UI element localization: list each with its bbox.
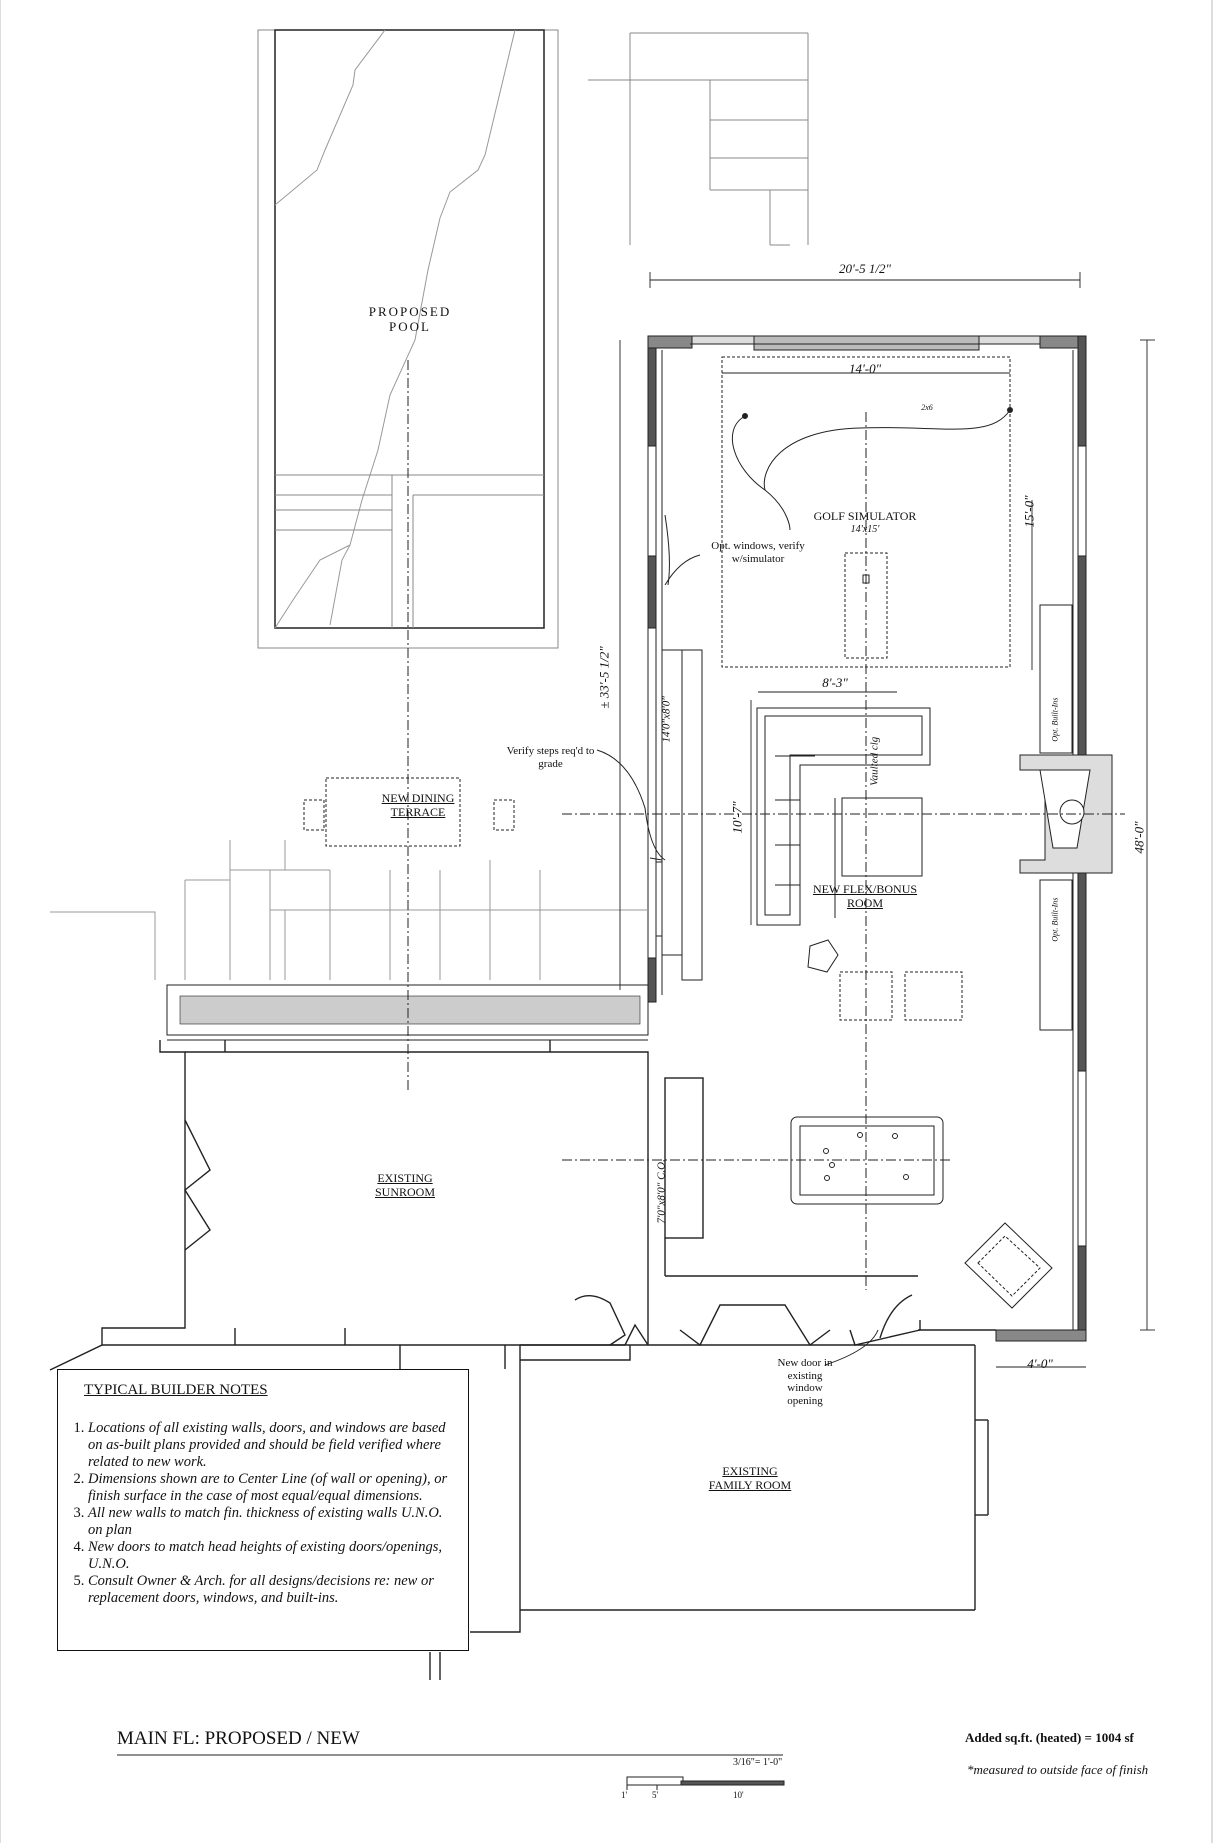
scale-tick-10: 10' [733, 1790, 744, 1800]
builder-notes-list: Locations of all existing walls, doors, … [58, 1420, 458, 1607]
pool-label: PROPOSED POOL [360, 304, 460, 335]
builder-notes-heading: TYPICAL BUILDER NOTES [84, 1382, 268, 1398]
fireplace [1019, 604, 1113, 1031]
pool-label-line2: POOL [389, 318, 431, 334]
addition-walls [647, 335, 1087, 1342]
builder-note-item: New doors to match head heights of exist… [88, 1539, 458, 1573]
dining-line1: NEW DINING [381, 791, 455, 805]
dim-golf-width: 14'-0" [848, 361, 882, 376]
verify-steps-line1: Verify steps req'd to [506, 745, 595, 757]
dim-sofa-width: 8'-3" [822, 675, 848, 690]
sunroom-walls [49, 1040, 918, 1371]
family-line1: EXISTING [722, 1464, 778, 1478]
new-door-line2: existing [787, 1369, 823, 1382]
golf-label-text: GOLF SIMULATOR [813, 509, 917, 523]
verify-steps-line2: grade [538, 757, 563, 770]
pool-outline [257, 29, 559, 649]
sunroom-line2: SUNROOM [374, 1184, 435, 1199]
builder-note-item: Dimensions shown are to Center Line (of … [88, 1471, 458, 1505]
dim-sofa-depth: 10'-7" [729, 801, 745, 834]
scale-bar [580, 1754, 785, 1790]
note-new-door: New door in existing window opening [765, 1357, 845, 1408]
scale-tick-5: 5' [652, 1790, 659, 1800]
dim-terrace-depth: ± 33'-5 1/2" [596, 646, 612, 709]
pool-label-line1: PROPOSED [368, 304, 452, 319]
note-builtin-upper: Opt. Built-Ins [1050, 697, 1060, 742]
dining-terrace-label: NEW DINING TERRACE [363, 791, 473, 820]
new-door-line3: window [787, 1382, 823, 1395]
measured-note: *measured to outside face of finish [967, 1762, 1149, 1777]
family-line2: FAMILY ROOM [708, 1477, 792, 1492]
builder-note-item: Consult Owner & Arch. for all designs/de… [88, 1573, 458, 1607]
paving-grid [588, 32, 809, 246]
builder-notes-box: TYPICAL BUILDER NOTES Locations of all e… [57, 1369, 469, 1651]
dim-door-upper: 14'0"x8'0" [660, 696, 673, 743]
sunroom-line1: EXISTING [377, 1171, 433, 1185]
scale-label: 3/16"= 1'-0" [733, 1757, 783, 1768]
flex-line2: ROOM [846, 895, 883, 910]
opt-windows-line2: w/simulator [731, 552, 785, 565]
new-door-line1: New door in [777, 1357, 833, 1369]
tag-2x6-top: 2x6 [921, 403, 933, 412]
dim-door-lower: 7'0"x8'0" C.O. [655, 1159, 668, 1224]
added-sqft: Added sq.ft. (heated) = 1004 sf [965, 1730, 1134, 1745]
new-door-line4: opening [787, 1394, 823, 1407]
flex-line1: NEW FLEX/BONUS [812, 882, 918, 896]
dim-overall-depth: 48'-0" [1131, 821, 1147, 854]
sectional-sofa [756, 707, 963, 1021]
sunroom-label: EXISTING SUNROOM [355, 1171, 455, 1200]
note-verify-steps: Verify steps req'd to grade [498, 745, 603, 770]
dim-golf-depth: 15'-0" [1021, 495, 1037, 528]
pool-table [790, 1116, 944, 1205]
flex-room-label: NEW FLEX/BONUS ROOM [805, 882, 925, 911]
golf-simulator-label: GOLF SIMULATOR 14'x15' [800, 509, 930, 535]
note-vaulted: Vaulted clg [868, 736, 881, 786]
note-builtin-lower: Opt. Built-Ins [1050, 897, 1060, 942]
builder-note-item: Locations of all existing walls, doors, … [88, 1420, 458, 1471]
family-room-walls [399, 1294, 996, 1680]
dim-overall-width: 20'-5 1/2" [839, 261, 891, 276]
builder-note-item: All new walls to match fin. thickness of… [88, 1505, 458, 1539]
opt-windows-line1: Opt. windows, verify [711, 540, 805, 552]
note-opt-windows: Opt. windows, verify w/simulator [693, 540, 823, 565]
scale-tick-1: 1' [621, 1790, 628, 1800]
dim-offset: 4'-0" [1027, 1356, 1053, 1371]
dining-line2: TERRACE [390, 804, 446, 819]
family-room-label: EXISTING FAMILY ROOM [690, 1464, 810, 1493]
golf-size-text: 14'x15' [850, 523, 880, 535]
drawing-title: MAIN FL: PROPOSED / NEW [117, 1728, 360, 1749]
